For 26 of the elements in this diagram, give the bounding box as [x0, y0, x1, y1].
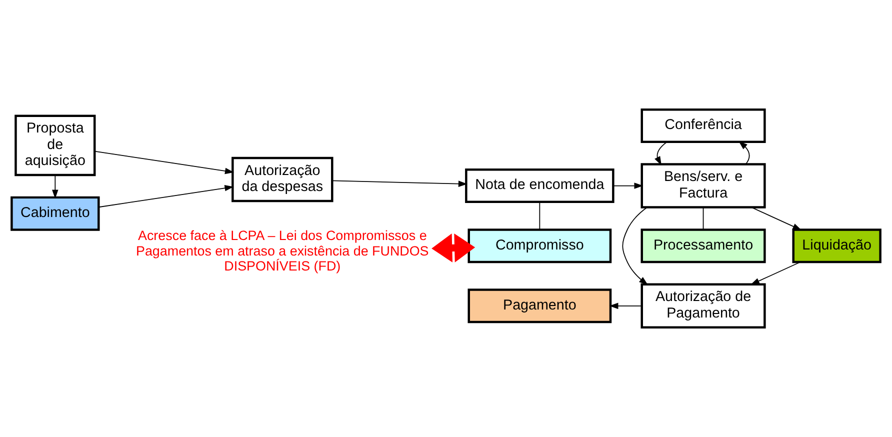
node-box: Conferência	[640, 108, 766, 143]
arrow	[94, 150, 234, 174]
arrow	[98, 184, 234, 208]
connector	[539, 202, 540, 230]
node-box: Bens/serv. e Factura	[640, 163, 766, 208]
arrow	[751, 207, 802, 230]
connector	[702, 206, 704, 230]
node-box: Autorização da despesas	[232, 156, 334, 202]
node-box: Proposta de aquisição	[14, 114, 96, 176]
node-box: Nota de encomenda	[465, 168, 614, 204]
node-text: Acresce face à LCPA – Lei dos Compromissos e Pagamentos em atraso a existência de FUNDOS DISPONÍVEIS (FD)	[136, 228, 429, 274]
node-box: Processamento	[640, 228, 766, 264]
arrow	[432, 234, 476, 262]
node-box: Pagamento	[468, 288, 612, 324]
node-box: Compromisso	[468, 228, 612, 264]
arrow	[738, 141, 750, 165]
arrow	[612, 182, 644, 189]
node-box: Autorização de Pagamento	[640, 283, 766, 329]
node-box: Cabimento	[10, 196, 100, 231]
arrow	[750, 262, 801, 285]
arrow	[654, 142, 668, 166]
arrow	[332, 180, 468, 187]
arrow	[609, 302, 642, 310]
node-box: Liquidação	[792, 228, 882, 264]
arrow	[622, 207, 648, 286]
arrow	[52, 174, 58, 199]
